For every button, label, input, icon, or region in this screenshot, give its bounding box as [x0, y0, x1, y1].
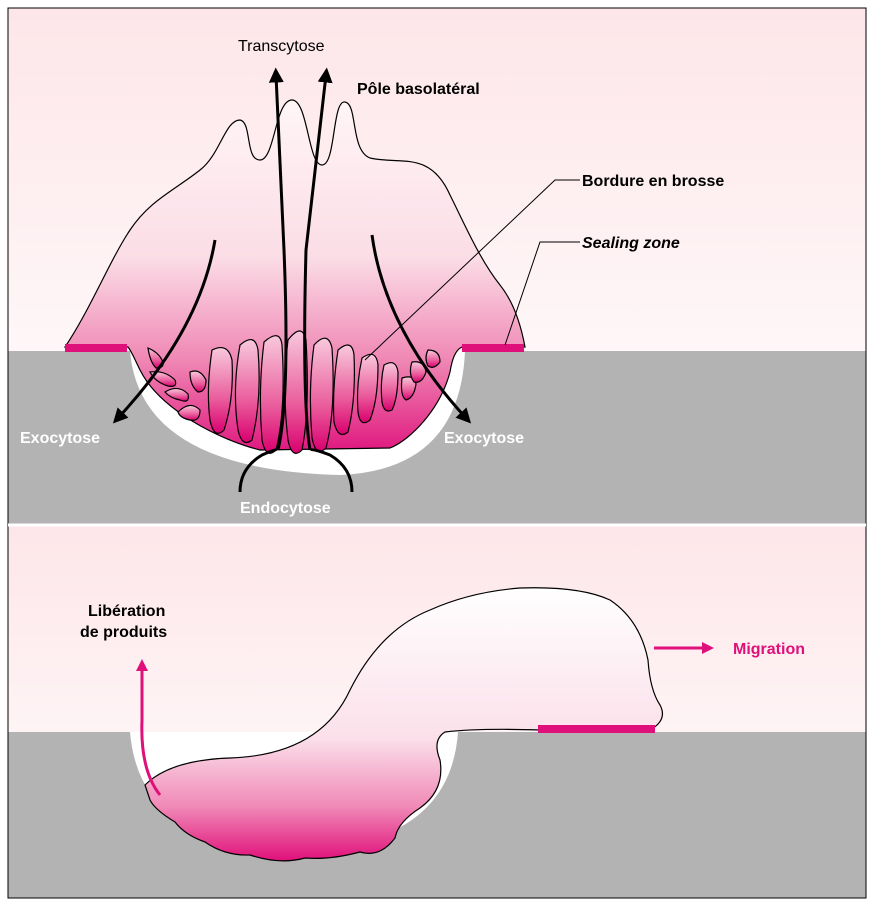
label-transcytose: Transcytose — [238, 38, 325, 55]
label-exocytose-right: Exocytose — [444, 430, 524, 447]
label-liberation-line2: de produits — [80, 624, 167, 641]
sealing-zone-right — [462, 344, 524, 352]
sealing-zone-bottom — [538, 725, 655, 733]
label-sealing-zone: Sealing zone — [582, 235, 680, 252]
label-bordure-en-brosse: Bordure en brosse — [582, 173, 724, 190]
bottom-panel: Libération de produits Migration — [8, 526, 866, 898]
label-liberation-line1: Libération — [88, 603, 165, 620]
label-pole-basolateral: Pôle basolatéral — [357, 81, 480, 98]
sealing-zone-left — [65, 344, 127, 352]
top-panel: Transcytose Pôle basolatéral Bordure en … — [8, 8, 866, 524]
label-exocytose-left: Exocytose — [20, 430, 100, 447]
label-endocytose: Endocytose — [240, 500, 331, 517]
label-migration: Migration — [733, 641, 805, 658]
